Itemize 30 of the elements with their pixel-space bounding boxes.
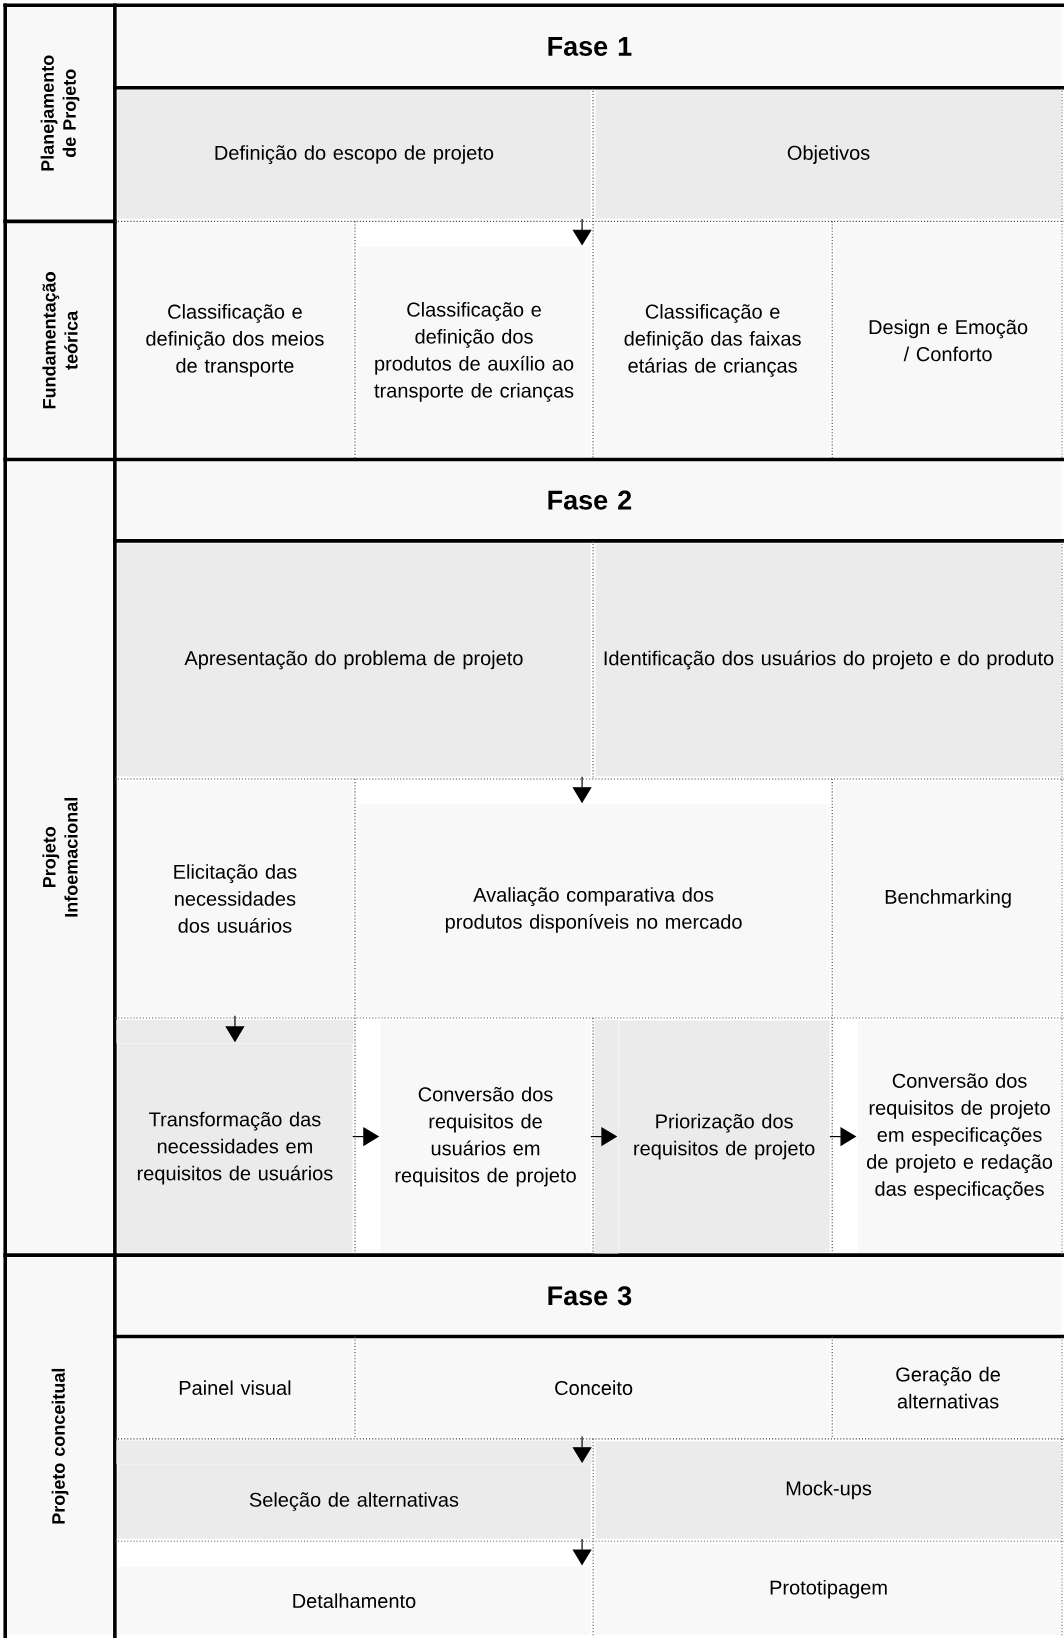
node-label: Seleção de alternativas [249,1492,459,1511]
table-cell: Conversão dos requisitos de projeto em especificações de projeto e redação das especificações [857,1020,1062,1253]
table-cell: Design e Emoção / Conforto [834,223,1062,457]
node-label: Priorização dos requisitos de projeto [634,1113,815,1160]
row-label: Projeto conceitual [8,1258,112,1635]
arrow [572,218,592,246]
node-label: Transformação das necessidades em requisitos de usuários [137,1111,333,1185]
table-cell: Identificação dos usuários do projeto e do produto [595,543,1062,777]
table-cell: Mock-ups [595,1441,1062,1539]
table-cell: Apresentação do problema de projeto [117,543,591,777]
table-cell: Geração de alternativas [834,1339,1062,1437]
phase-header: Fase 2 [117,461,1062,539]
table-cell: Prototipagem [595,1543,1062,1635]
table-cell: Conceito [357,1339,830,1437]
table-cell: Objetivos [595,90,1062,219]
row-label: Fundamentação teórica [8,224,112,457]
row-label: Projeto Infoemacional [8,462,112,1253]
table-cell: Elicitação das necessidades dos usuários [117,781,353,1016]
table-cell: Definição do escopo de projeto [117,90,591,219]
table-cell: Conversão dos requisitos de usuários em requisitos de projeto [380,1020,591,1253]
table-cell: Avaliação comparativa dos produtos disponíveis no mercado [357,804,830,1016]
table-cell: Classificação e definição dos meios de transporte [117,223,353,457]
row-label: Planejamento de Projeto [8,8,112,219]
phase-header: Fase 3 [117,1257,1062,1335]
table-cell: Benchmarking [834,781,1062,1016]
table-cell: Painel visual [117,1339,353,1437]
table-cell: Detalhamento [117,1566,591,1635]
phase-header: Fase 1 [117,7,1062,86]
table-cell: Classificação e definição dos produtos de auxílio ao transporte de crianças [357,246,591,457]
table-cell: Classificação e definição das faixas etárias de crianças [595,223,830,457]
